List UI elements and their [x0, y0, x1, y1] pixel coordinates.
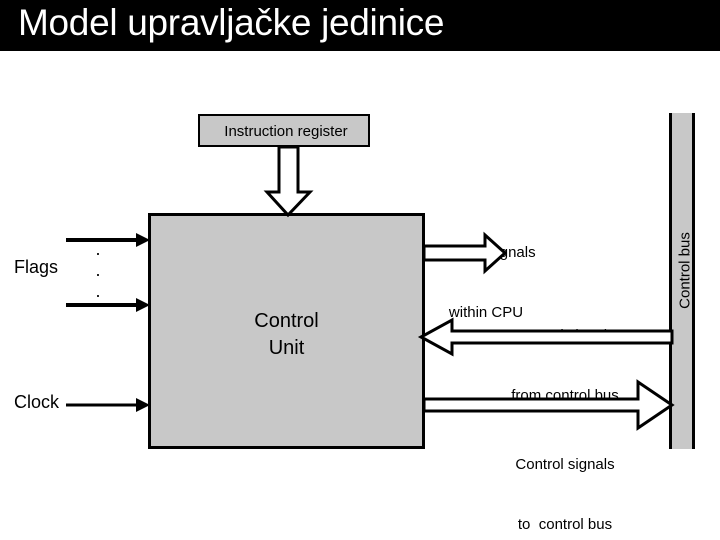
control-bus-block: Control bus	[669, 113, 695, 449]
flags-arrow-top-icon	[66, 233, 150, 247]
instruction-register-down-arrow-icon	[263, 145, 314, 218]
control-unit-label-line1: Control	[254, 310, 319, 332]
flags-label: Flags	[14, 257, 59, 277]
ellipsis-dot-2: ·	[95, 264, 101, 284]
from-bus-line2: from control bus	[511, 387, 619, 404]
flags-arrow-bottom-icon	[66, 298, 150, 312]
control-unit-label-line2: Unit	[268, 337, 305, 359]
control-unit-diagram: Instruction register Control Unit Contro…	[0, 51, 720, 540]
control-bus-label: Control bus	[676, 232, 694, 309]
ellipsis-dots: · · ·	[93, 243, 103, 305]
instruction-register-block: Instruction register	[198, 114, 370, 147]
control-unit-block: Control Unit	[148, 213, 425, 449]
to-bus-line2: to control bus	[517, 516, 613, 533]
ellipsis-dot-1: ·	[95, 243, 101, 263]
control-unit-label: Control Unit	[151, 308, 422, 362]
control-signals-to-bus-label: Control signals to control bus	[490, 415, 640, 540]
instruction-register-label: Instruction register	[224, 123, 348, 140]
page-title: Model upravljačke jedinice	[18, 2, 445, 43]
within-cpu-line2: within CPU	[448, 304, 524, 321]
clock-arrow-icon	[66, 398, 150, 412]
from-bus-line1: Control signals	[515, 327, 615, 344]
title-bar: Model upravljačke jedinice	[0, 0, 720, 51]
clock-label: Clock	[14, 392, 60, 412]
within-cpu-line1: Control signals	[436, 244, 536, 261]
to-bus-line1: Control signals	[515, 456, 615, 473]
ellipsis-dot-3: ·	[95, 285, 101, 305]
